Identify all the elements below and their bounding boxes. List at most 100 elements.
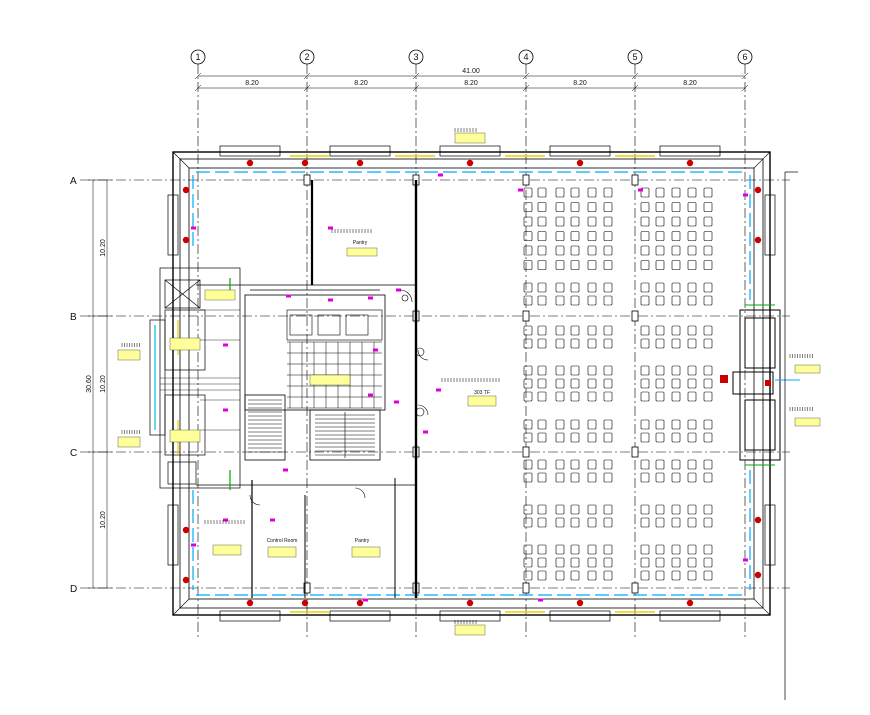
row-labels: A B C D: [70, 176, 77, 595]
magenta-tag: [638, 188, 643, 192]
right-core-accents: [720, 304, 800, 466]
column-markers: [182, 159, 762, 607]
magenta-tag: [423, 430, 428, 434]
svg-text:5: 5: [632, 52, 637, 62]
hall-chair: [587, 378, 597, 389]
right-leader-lines: [784, 171, 798, 700]
hall-chair: [587, 557, 597, 568]
structural-column: [303, 174, 311, 186]
hall-chair: [570, 282, 580, 293]
hall-chair: [640, 432, 650, 443]
facade-panel-top: [219, 145, 281, 157]
magenta-tag: [518, 188, 523, 192]
facade-panel-bottom: [219, 610, 281, 622]
hall-chair: [537, 419, 547, 430]
svg-text:4: 4: [523, 52, 528, 62]
hall-chair: [570, 419, 580, 430]
hall-chair: [523, 295, 533, 306]
dim-tick: [631, 84, 639, 92]
column-marker: [182, 186, 190, 194]
hall-chair: [655, 245, 665, 256]
hall-chair: [555, 187, 565, 198]
grid-bubble-4: 4: [518, 49, 534, 65]
hall-chair: [655, 517, 665, 528]
hall-chair: [703, 245, 713, 256]
hall-chair: [603, 378, 613, 389]
magenta-tag: [436, 388, 441, 392]
hall-chair: [603, 459, 613, 470]
hall-chair: [537, 202, 547, 212]
hall-chair: [671, 245, 681, 256]
bay-dimension-3: 8.20: [464, 80, 478, 87]
hall-chair: [687, 472, 697, 483]
svg-text:2: 2: [304, 52, 309, 62]
hall-chair: [703, 472, 713, 483]
structural-column: [522, 446, 530, 458]
hall-chair: [523, 338, 533, 349]
hall-chair: [671, 187, 681, 198]
column-marker: [246, 159, 254, 167]
hall-chair: [587, 517, 597, 528]
hall-chair: [640, 295, 650, 306]
hall-chair: [523, 260, 533, 270]
hall-chair: [640, 391, 650, 402]
dim-tick: [412, 72, 420, 80]
magenta-tag: [223, 408, 228, 412]
grid-bubble-6: 6: [737, 49, 753, 65]
hall-chair: [570, 216, 580, 227]
hall-chair: [687, 216, 697, 227]
hall-chair: [587, 216, 597, 227]
hall-chair: [687, 432, 697, 443]
facade-yellow-accents: [290, 155, 655, 613]
svg-text:6: 6: [742, 52, 747, 62]
hall-chair: [687, 245, 697, 256]
hall-chair: [603, 570, 613, 581]
magenta-tag: [373, 348, 378, 352]
hall-chair: [555, 504, 565, 515]
hall-chair: [655, 459, 665, 470]
grid-row-label-b: B: [70, 312, 77, 323]
hall-chair: [671, 282, 681, 293]
hall-chair: [587, 570, 597, 581]
dim-tick: [631, 72, 639, 80]
hall-chair: [537, 187, 547, 198]
hall-chair: [687, 459, 697, 470]
hall-chair: [603, 245, 613, 256]
magenta-tag: [538, 598, 543, 602]
dim-tick: [741, 72, 749, 80]
right-service-core: [732, 309, 781, 461]
hall-chair: [687, 544, 697, 555]
column-marker: [754, 186, 762, 194]
hall-chair: [523, 378, 533, 389]
hall-chair: [587, 338, 597, 349]
hall-chair: [603, 517, 613, 528]
hall-chair: [555, 325, 565, 336]
hall-chair: [640, 378, 650, 389]
hall-chair: [523, 365, 533, 376]
hall-chair: [537, 365, 547, 376]
hall-chair: [537, 544, 547, 555]
facade-panel-bottom: [549, 610, 611, 622]
hall-chair: [523, 231, 533, 241]
hall-chair: [703, 282, 713, 293]
hall-chair: [671, 202, 681, 212]
hall-chair: [655, 295, 665, 306]
dim-tick: [194, 72, 202, 80]
magenta-tag: [363, 598, 368, 602]
hall-chair: [537, 517, 547, 528]
hall-chair: [537, 504, 547, 515]
hall-chair: [537, 338, 547, 349]
hall-chair: [555, 378, 565, 389]
hall-chair: [655, 325, 665, 336]
hall-chair: [523, 282, 533, 293]
hall-chair: [687, 378, 697, 389]
hall-chair: [537, 570, 547, 581]
hall-chair: [603, 338, 613, 349]
hall-chair: [587, 245, 597, 256]
hall-chair: [671, 557, 681, 568]
facade-panel-left: [167, 194, 179, 256]
hall-chair: [703, 570, 713, 581]
hall-chair: [587, 260, 597, 270]
hall-chair: [671, 260, 681, 270]
hall-chair: [640, 544, 650, 555]
